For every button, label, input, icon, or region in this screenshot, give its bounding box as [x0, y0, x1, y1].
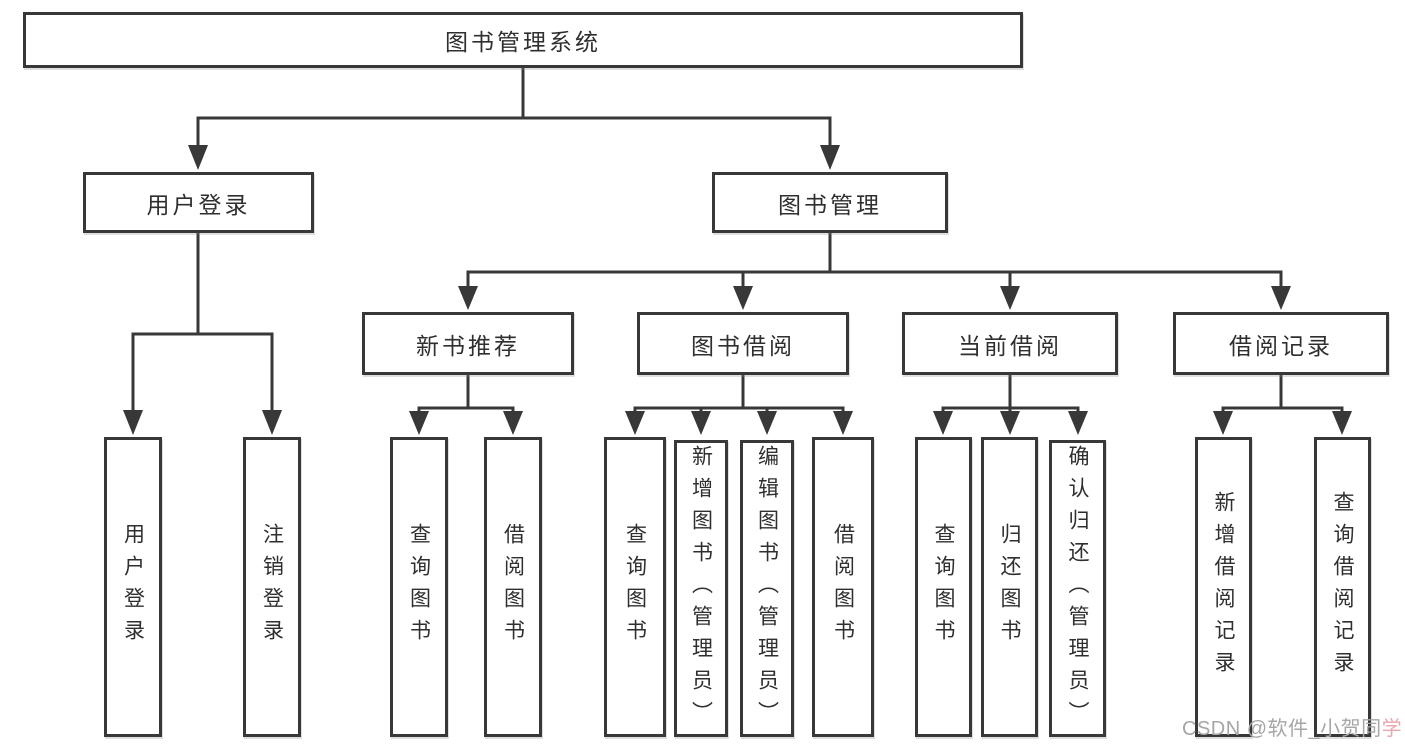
- leaf-user-login: 用户登录: [104, 437, 162, 737]
- node-book-borrow: 图书借阅: [637, 312, 849, 375]
- leaf-borrow-borrow-book-label: 借阅图书: [831, 523, 856, 651]
- leaf-recommend-query-book: 查询图书: [390, 437, 448, 737]
- csdn-watermark: CSDN @软件_小贺同学: [1182, 712, 1402, 741]
- arrowheads: [123, 145, 1352, 435]
- node-borrow-records-label: 借阅记录: [1229, 333, 1333, 359]
- leaf-borrow-add-book: 新增图书（管理员）: [674, 440, 728, 737]
- node-borrow-records: 借阅记录: [1173, 312, 1389, 375]
- csdn-watermark-text: CSDN @软件_小贺同: [1182, 718, 1382, 740]
- leaf-records-add-record: 新增借阅记录: [1195, 437, 1252, 737]
- leaf-user-login-label: 用户登录: [121, 523, 146, 651]
- csdn-watermark-accent: 学: [1381, 718, 1403, 740]
- leaf-current-query-book: 查询图书: [915, 437, 972, 737]
- leaf-borrow-query-book-label: 查询图书: [623, 523, 648, 651]
- node-user-login-label: 用户登录: [146, 192, 251, 218]
- node-current-borrow: 当前借阅: [902, 312, 1118, 375]
- leaf-current-query-book-label: 查询图书: [932, 523, 956, 651]
- leaf-borrow-edit-book-label: 编辑图书（管理员）: [755, 444, 780, 733]
- leaf-logout: 注销登录: [243, 437, 301, 737]
- node-new-book-recommend-label: 新书推荐: [416, 333, 520, 359]
- node-book-borrow-label: 图书借阅: [691, 333, 795, 359]
- leaf-borrow-add-book-label: 新增图书（管理员）: [689, 444, 714, 733]
- leaf-records-query-record-label: 查询借阅记录: [1331, 491, 1355, 683]
- leaf-borrow-edit-book: 编辑图书（管理员）: [740, 440, 794, 737]
- leaf-current-return-book-label: 归还图书: [998, 523, 1022, 651]
- leaf-recommend-borrow-book: 借阅图书: [484, 437, 542, 737]
- leaf-borrow-borrow-book: 借阅图书: [812, 437, 874, 737]
- leaf-records-query-record: 查询借阅记录: [1314, 437, 1371, 737]
- leaf-current-confirm-return-label: 确认归还（管理员）: [1066, 444, 1090, 733]
- node-user-login: 用户登录: [83, 172, 314, 233]
- leaf-recommend-borrow-book-label: 借阅图书: [501, 523, 526, 651]
- leaf-logout-label: 注销登录: [260, 523, 285, 651]
- leaf-recommend-query-book-label: 查询图书: [407, 523, 432, 651]
- node-current-borrow-label: 当前借阅: [958, 333, 1062, 359]
- node-book-management: 图书管理: [712, 172, 948, 233]
- node-book-management-label: 图书管理: [778, 192, 882, 218]
- node-library-system-label: 图书管理系统: [445, 30, 601, 55]
- node-new-book-recommend: 新书推荐: [362, 312, 574, 375]
- leaf-current-return-book: 归还图书: [981, 437, 1038, 737]
- leaf-borrow-query-book: 查询图书: [604, 437, 666, 737]
- leaf-records-add-record-label: 新增借阅记录: [1212, 491, 1236, 683]
- node-library-system: 图书管理系统: [23, 12, 1023, 68]
- leaf-current-confirm-return: 确认归还（管理员）: [1049, 440, 1106, 737]
